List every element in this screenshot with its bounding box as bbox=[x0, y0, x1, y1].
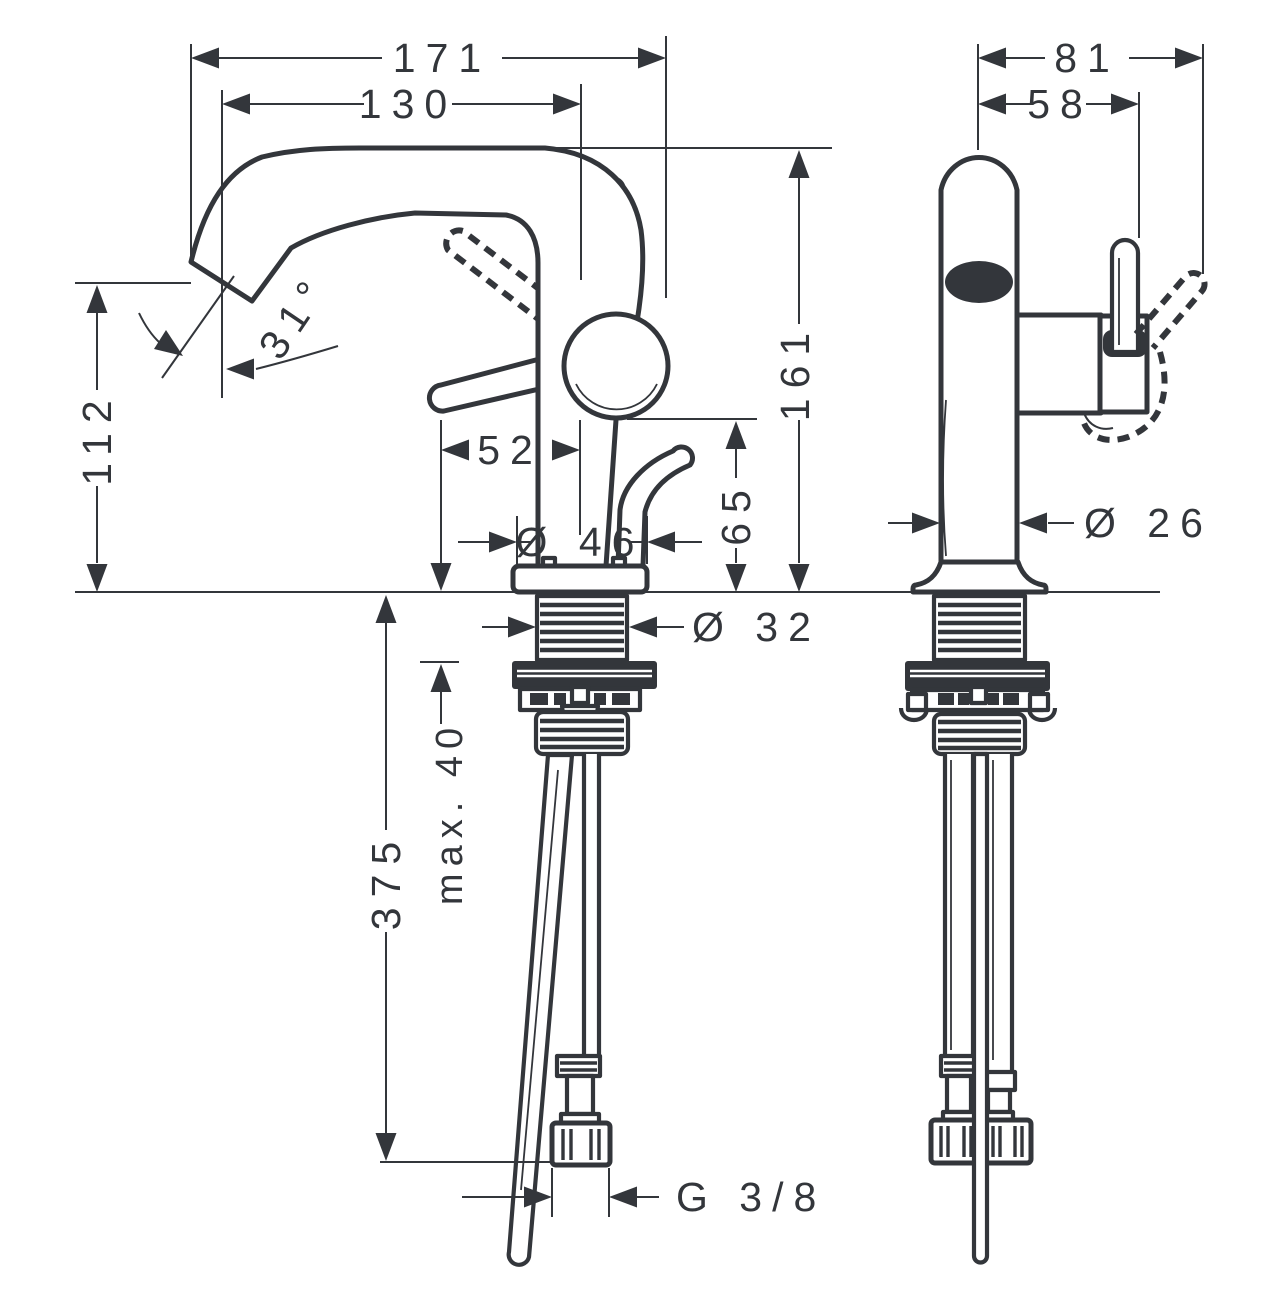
dim-front-lever-offset-label: 58 bbox=[1027, 81, 1093, 127]
front-thread-stripes-lower bbox=[938, 719, 1021, 751]
front-lever-dashed bbox=[1133, 270, 1208, 350]
dim-spout-reach-label: 171 bbox=[393, 35, 491, 81]
front-view bbox=[898, 155, 1208, 1265]
front-thread-stripes bbox=[938, 602, 1021, 653]
bracket-center-tab bbox=[569, 684, 591, 706]
dim-front-width-label: 81 bbox=[1054, 35, 1120, 81]
dim-spout-reach-inner-label: 130 bbox=[359, 81, 457, 127]
hose-connector bbox=[549, 1053, 613, 1168]
side-view bbox=[188, 145, 695, 1267]
front-hose-right bbox=[980, 754, 1034, 1166]
dim-clearance-label: 65 bbox=[713, 480, 759, 546]
handle-dashed-tilted bbox=[443, 227, 592, 351]
lever-swing-arc bbox=[1080, 351, 1168, 443]
ear-left bbox=[905, 691, 929, 713]
popup-knob bbox=[615, 444, 695, 569]
dim-shank-dia-label: Ø 32 bbox=[692, 604, 821, 650]
dimension-annotations: 171 130 31° 112 52 161 65 Ø 46 Ø 32 max.… bbox=[74, 35, 1213, 1220]
dim-thread-label: G 3/8 bbox=[676, 1174, 826, 1220]
front-bracket-tab bbox=[968, 684, 989, 706]
hose-fill bbox=[584, 754, 599, 1057]
dim-hose-length-label: 375 bbox=[363, 832, 409, 930]
handle-mount bbox=[1014, 312, 1104, 416]
spout-body bbox=[188, 145, 646, 569]
ear-right bbox=[1027, 691, 1051, 713]
handle-disc bbox=[561, 311, 671, 421]
front-column bbox=[938, 155, 1020, 569]
dim-lever-offset-label: 52 bbox=[477, 427, 543, 473]
thread-stripes-lower bbox=[540, 718, 624, 750]
dim-base-dia-label: Ø 46 bbox=[516, 519, 645, 565]
dim-height-to-top-label: 161 bbox=[772, 323, 818, 421]
thread-stripes bbox=[540, 602, 624, 653]
front-popup-rod bbox=[971, 751, 990, 1265]
front-base bbox=[910, 559, 1049, 595]
column-highlight bbox=[942, 399, 947, 557]
dim-outlet-height-label: 112 bbox=[74, 390, 120, 485]
hook-left bbox=[898, 707, 930, 723]
dim-body-dia-label: Ø 26 bbox=[1084, 500, 1213, 546]
front-bracket-slots bbox=[938, 693, 1019, 705]
spout-outlet bbox=[945, 261, 1013, 303]
base-plate bbox=[510, 563, 650, 595]
handle-disc-inner-arc bbox=[575, 383, 658, 411]
hook-right bbox=[1026, 707, 1058, 723]
mount-bottom-arc bbox=[1083, 412, 1114, 430]
dim-max-thickness-label: max. 40 bbox=[429, 721, 471, 905]
popup-rod bbox=[506, 752, 575, 1267]
front-lever bbox=[1109, 237, 1141, 355]
bracket-slots bbox=[530, 693, 630, 705]
